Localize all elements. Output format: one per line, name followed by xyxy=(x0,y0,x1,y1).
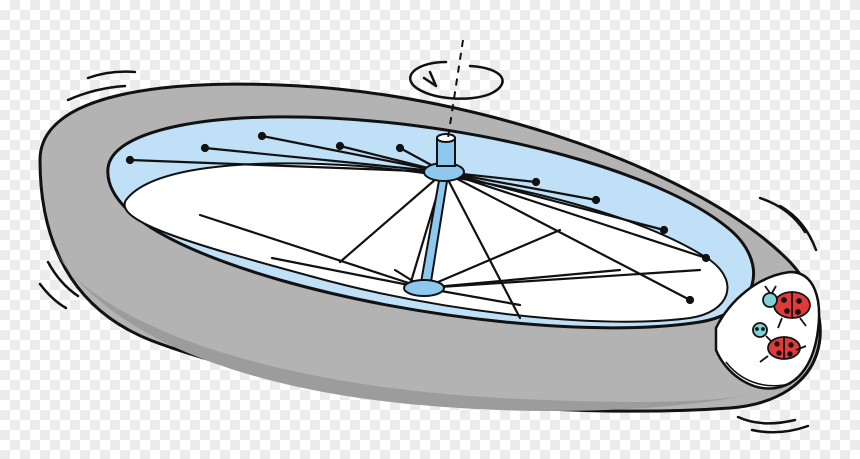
ladybug-icon xyxy=(762,285,811,329)
rotation-axis-icon xyxy=(447,39,464,139)
spoke xyxy=(442,170,666,232)
spoke-nipple xyxy=(200,143,210,153)
spoke-nipple xyxy=(395,143,405,153)
spoke xyxy=(442,170,522,320)
ladybug-icon xyxy=(752,322,807,363)
motion-lines xyxy=(38,70,818,434)
spoke xyxy=(422,268,702,290)
spoke xyxy=(442,170,598,202)
spoke xyxy=(270,256,426,290)
spoke xyxy=(128,158,446,174)
spoke-nipple xyxy=(335,141,345,151)
spoke-nipple xyxy=(685,295,695,305)
spoke xyxy=(442,170,708,260)
spoke xyxy=(442,170,692,302)
spoke-nipple xyxy=(659,225,669,235)
hub-bottom xyxy=(403,279,445,297)
spoke xyxy=(422,228,562,290)
spoke-nipple xyxy=(125,155,135,165)
spoke-nipple xyxy=(701,253,711,263)
spoke-nipple xyxy=(257,131,267,141)
spokes xyxy=(125,131,711,320)
spoke xyxy=(260,134,446,174)
spoke xyxy=(198,213,426,290)
spoke xyxy=(203,146,446,174)
spoke-nipple xyxy=(531,177,541,187)
wheel-inner xyxy=(123,162,729,323)
axle-nut-top xyxy=(436,133,456,143)
rotation-arrow-icon xyxy=(408,60,504,100)
spoke xyxy=(338,170,446,264)
spoke-nipple xyxy=(591,195,601,205)
